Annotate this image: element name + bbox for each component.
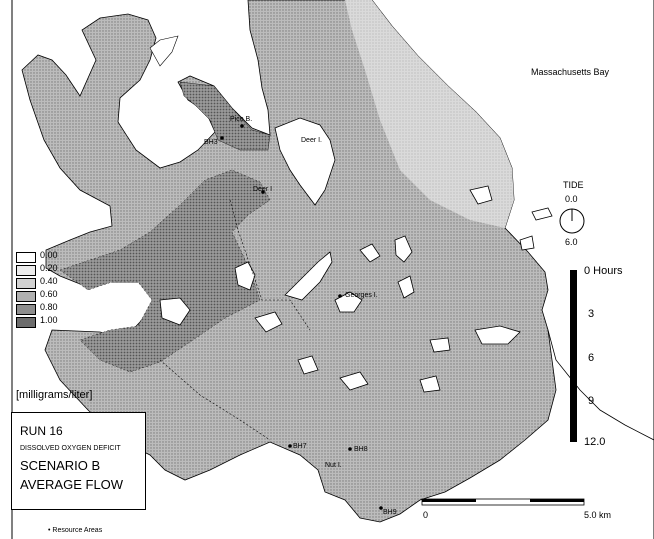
time-label-3: 3 bbox=[588, 308, 595, 320]
legend-label-5: 1.00 bbox=[40, 315, 58, 325]
region-boundary bbox=[229, 199, 311, 331]
legend-swatch-3 bbox=[16, 291, 36, 302]
scale-start-label: 0 bbox=[423, 510, 429, 520]
time-label-12: 12.0 bbox=[584, 436, 606, 448]
label-bh7: BH7 bbox=[293, 443, 307, 450]
legend-label-3: 0.60 bbox=[40, 289, 58, 299]
legend-swatch-5 bbox=[16, 317, 36, 328]
legend-label-2: 0.40 bbox=[40, 276, 58, 286]
footnote-resource-areas: • Resource Areas bbox=[48, 527, 103, 534]
time-bar bbox=[570, 270, 577, 442]
legend-swatch-2 bbox=[16, 278, 36, 289]
inner-harbor-high-deficit bbox=[59, 169, 271, 373]
island-a bbox=[234, 261, 256, 291]
island-l bbox=[339, 371, 369, 391]
label-pico-b: Pico B. bbox=[230, 116, 253, 123]
island-b bbox=[159, 297, 191, 326]
river-channel bbox=[149, 35, 179, 67]
run-subtitle: DISSOLVED OXYGEN DEFICIT bbox=[20, 445, 121, 452]
label-bh3: BH3 bbox=[204, 139, 218, 146]
island-k bbox=[297, 355, 319, 375]
run-scenario: SCENARIO B bbox=[20, 458, 101, 473]
island-i bbox=[474, 325, 521, 345]
legend-units: [milligrams/liter] bbox=[16, 389, 93, 401]
resource-deer-i bbox=[261, 190, 265, 194]
region-boundary-2 bbox=[159, 359, 271, 441]
legend-label-4: 0.80 bbox=[40, 302, 58, 312]
label-georges-i: Georges I. bbox=[345, 292, 378, 299]
island-h bbox=[429, 337, 451, 353]
legend-label-0: 0.00 bbox=[40, 250, 58, 260]
time-label-0: 0 Hours bbox=[584, 265, 623, 277]
time-label-9: 9 bbox=[588, 395, 595, 407]
resource-bh9 bbox=[379, 506, 383, 510]
label-bh9: BH9 bbox=[383, 509, 397, 516]
run-info-box: RUN 16 DISSOLVED OXYGEN DEFICIT SCENARIO… bbox=[11, 412, 146, 510]
scale-end-label: 5.0 km bbox=[584, 510, 612, 520]
island-d bbox=[397, 275, 415, 299]
legend-swatch-0 bbox=[16, 252, 36, 263]
label-deer-i-2: Deer I bbox=[253, 186, 273, 193]
north-channel-high-deficit bbox=[179, 81, 271, 151]
island-j bbox=[254, 311, 283, 333]
resource-pico-b bbox=[240, 124, 244, 128]
tide-title: TIDE bbox=[563, 180, 584, 190]
legend-swatch-4 bbox=[16, 304, 36, 315]
island-m bbox=[419, 375, 441, 393]
island-e bbox=[359, 243, 381, 263]
run-flow: AVERAGE FLOW bbox=[20, 477, 124, 492]
outer-harbor-low-deficit bbox=[345, 0, 514, 228]
run-title: RUN 16 bbox=[20, 424, 63, 438]
label-massachusetts-bay: Massachusetts Bay bbox=[531, 67, 610, 77]
legend-swatch-1 bbox=[16, 265, 36, 276]
resource-bh7 bbox=[288, 444, 292, 448]
deer-island bbox=[274, 117, 336, 206]
tide-top-value: 0.0 bbox=[565, 194, 578, 204]
label-deer-i: Deer I. bbox=[301, 137, 323, 144]
time-label-6: 6 bbox=[588, 352, 595, 364]
island-long bbox=[284, 251, 333, 301]
resource-georges-i bbox=[338, 294, 342, 298]
legend-label-1: 0.20 bbox=[40, 263, 58, 273]
label-bh8: BH8 bbox=[354, 446, 368, 453]
island-f bbox=[469, 185, 493, 205]
island-c bbox=[394, 235, 413, 263]
label-nut-i: Nut I. bbox=[325, 462, 342, 469]
tide-bottom-value: 6.0 bbox=[565, 237, 578, 247]
resource-bh8 bbox=[348, 447, 352, 451]
scale-bar bbox=[421, 498, 585, 506]
georges-island-area bbox=[334, 291, 363, 313]
island-offshore bbox=[531, 207, 553, 221]
resource-bh3 bbox=[220, 136, 224, 140]
coastline-east bbox=[547, 329, 654, 441]
island-g bbox=[519, 235, 535, 251]
